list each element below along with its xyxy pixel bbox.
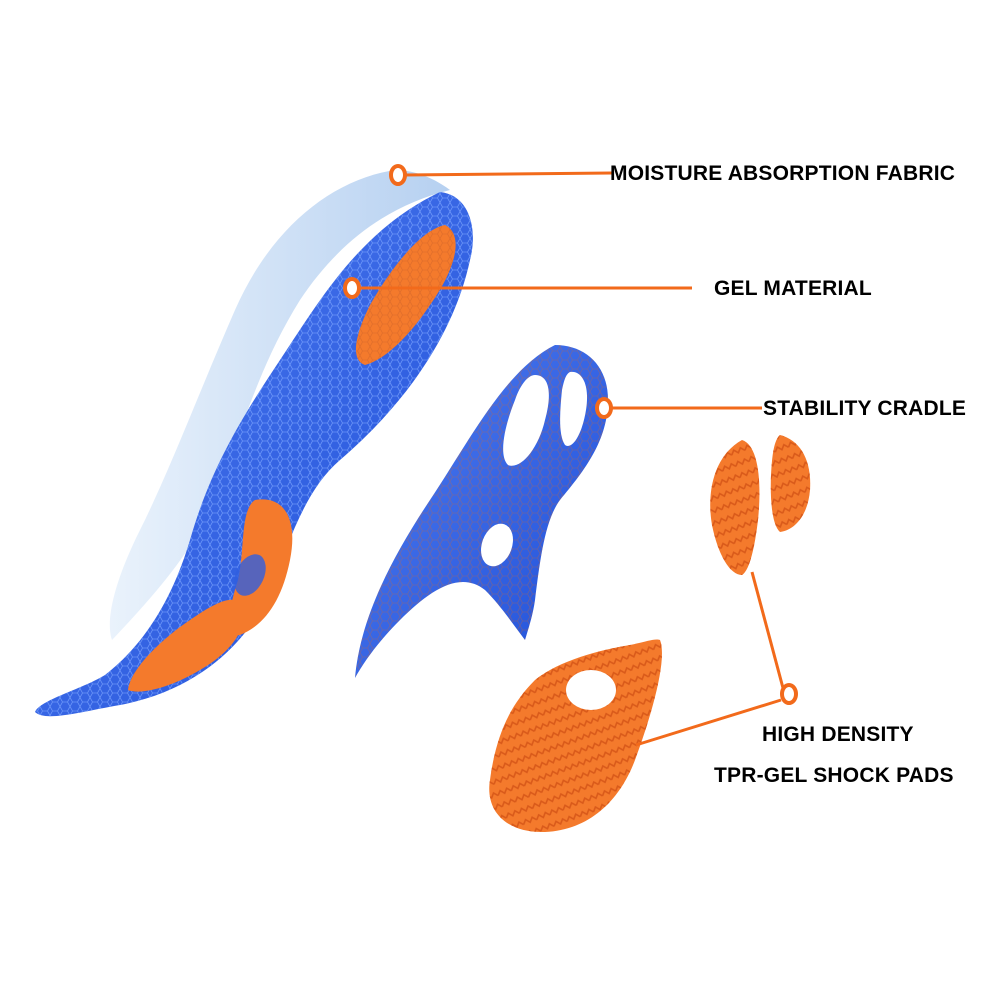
marker-gel [343, 277, 361, 299]
pad-heel-cutout [566, 670, 616, 710]
label-gel-material: GEL MATERIAL [714, 277, 872, 300]
heel-gel-pad [128, 599, 243, 692]
marker-moisture [389, 164, 407, 186]
callout-gel: GEL MATERIAL [343, 277, 872, 300]
fabric-layer [109, 170, 450, 640]
marker-shock-pads [780, 683, 798, 705]
shock-pads [489, 435, 811, 833]
callout-stability: STABILITY CRADLE [595, 397, 966, 420]
label-moisture-absorption-fabric: MOISTURE ABSORPTION FABRIC [610, 162, 955, 185]
label-stability-cradle: STABILITY CRADLE [763, 397, 966, 420]
marker-stability [595, 397, 613, 419]
insole-main [35, 170, 473, 717]
callout-moisture: MOISTURE ABSORPTION FABRIC [389, 162, 955, 186]
stability-cradle [355, 345, 608, 678]
label-tpr-gel-shock-pads: TPR-GEL SHOCK PADS [714, 764, 954, 787]
label-high-density: HIGH DENSITY [762, 723, 914, 746]
callout-shock-pads: HIGH DENSITY TPR-GEL SHOCK PADS [635, 571, 954, 787]
